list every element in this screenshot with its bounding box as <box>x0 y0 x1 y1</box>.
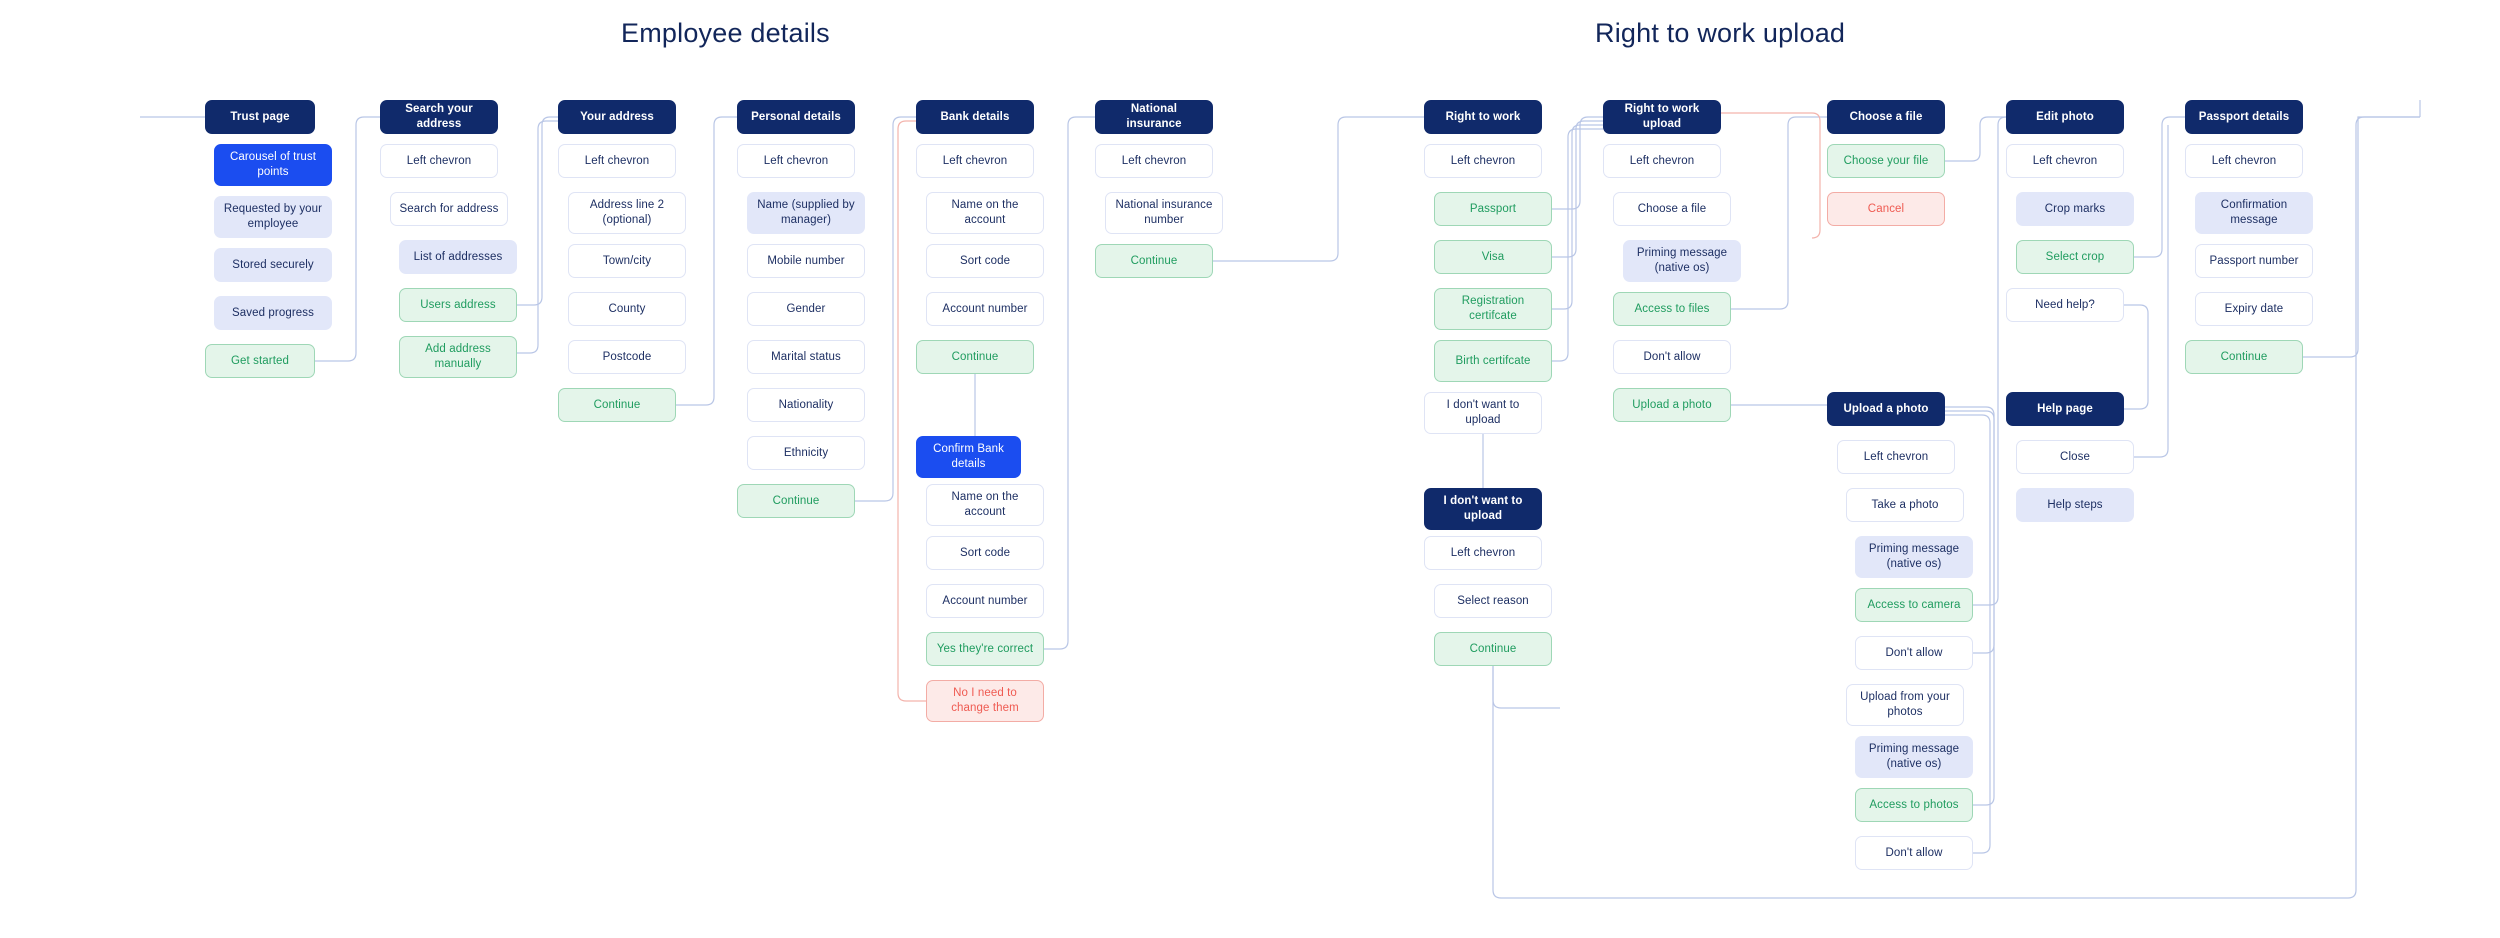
node-right-to-work-upload-access-to-files[interactable]: Access to files <box>1613 292 1731 326</box>
node-right-to-work-select-reason[interactable]: Select reason <box>1434 584 1552 618</box>
node-edit-photo-crop-marks[interactable]: Crop marks <box>2016 192 2134 226</box>
node-right-to-work-upload-choose-a-file[interactable]: Choose a file <box>1613 192 1731 226</box>
node-trust-page-requested-by-your-employee[interactable]: Requested by your employee <box>214 196 332 238</box>
node-edit-photo-left-chevron[interactable]: Left chevron <box>2006 144 2124 178</box>
node-right-to-work-upload-right-to-work-upload[interactable]: Right to work upload <box>1603 100 1721 134</box>
node-national-insurance-national-insurance[interactable]: National insurance <box>1095 100 1213 134</box>
node-passport-details-continue[interactable]: Continue <box>2185 340 2303 374</box>
node-upload-a-photo-access-to-photos[interactable]: Access to photos <box>1855 788 1973 822</box>
node-personal-details-marital-status[interactable]: Marital status <box>747 340 865 374</box>
node-national-insurance-national-insurance-number[interactable]: National insurance number <box>1105 192 1223 234</box>
node-upload-a-photo-take-a-photo[interactable]: Take a photo <box>1846 488 1964 522</box>
node-passport-details-confirmation-message[interactable]: Confirmation message <box>2195 192 2313 234</box>
node-search-your-address-add-address-manually[interactable]: Add address manually <box>399 336 517 378</box>
node-bank-details-no-i-need-to-change-them[interactable]: No I need to change them <box>926 680 1044 722</box>
node-upload-a-photo-don-t-allow[interactable]: Don't allow <box>1855 636 1973 670</box>
node-passport-details-passport-number[interactable]: Passport number <box>2195 244 2313 278</box>
node-right-to-work-birth-certifcate[interactable]: Birth certifcate <box>1434 340 1552 382</box>
node-edit-photo-edit-photo[interactable]: Edit photo <box>2006 100 2124 134</box>
node-trust-page-stored-securely[interactable]: Stored securely <box>214 248 332 282</box>
node-personal-details-mobile-number[interactable]: Mobile number <box>747 244 865 278</box>
title-employee-details: Employee details <box>621 18 830 48</box>
node-choose-a-file-choose-your-file[interactable]: Choose your file <box>1827 144 1945 178</box>
node-your-address-address-line-2-optional[interactable]: Address line 2 (optional) <box>568 192 686 234</box>
node-trust-page-trust-page[interactable]: Trust page <box>205 100 315 134</box>
node-upload-a-photo-upload-from-your-photos[interactable]: Upload from your photos <box>1846 684 1964 726</box>
node-bank-details-yes-they-re-correct[interactable]: Yes they're correct <box>926 632 1044 666</box>
node-search-your-address-list-of-addresses[interactable]: List of addresses <box>399 240 517 274</box>
node-right-to-work-right-to-work[interactable]: Right to work <box>1424 100 1542 134</box>
node-bank-details-account-number[interactable]: Account number <box>926 584 1044 618</box>
node-bank-details-account-number[interactable]: Account number <box>926 292 1044 326</box>
node-trust-page-carousel-of-trust-points[interactable]: Carousel of trust points <box>214 144 332 186</box>
node-personal-details-name-supplied-by-manager[interactable]: Name (supplied by manager) <box>747 192 865 234</box>
node-bank-details-left-chevron[interactable]: Left chevron <box>916 144 1034 178</box>
node-choose-a-file-cancel[interactable]: Cancel <box>1827 192 1945 226</box>
node-right-to-work-i-don-t-want-to-upload[interactable]: I don't want to upload <box>1424 488 1542 530</box>
node-right-to-work-passport[interactable]: Passport <box>1434 192 1552 226</box>
title-right-to-work-upload: Right to work upload <box>1595 18 1846 48</box>
node-upload-a-photo-priming-message-native-os[interactable]: Priming message (native os) <box>1855 736 1973 778</box>
node-right-to-work-upload-priming-message-native-os[interactable]: Priming message (native os) <box>1623 240 1741 282</box>
node-right-to-work-registration-certifcate[interactable]: Registration certifcate <box>1434 288 1552 330</box>
node-search-your-address-search-for-address[interactable]: Search for address <box>390 192 508 226</box>
node-bank-details-name-on-the-account[interactable]: Name on the account <box>926 484 1044 526</box>
node-upload-a-photo-priming-message-native-os[interactable]: Priming message (native os) <box>1855 536 1973 578</box>
node-search-your-address-left-chevron[interactable]: Left chevron <box>380 144 498 178</box>
node-right-to-work-left-chevron[interactable]: Left chevron <box>1424 536 1542 570</box>
node-personal-details-gender[interactable]: Gender <box>747 292 865 326</box>
node-personal-details-left-chevron[interactable]: Left chevron <box>737 144 855 178</box>
node-help-page-help-page[interactable]: Help page <box>2006 392 2124 426</box>
node-right-to-work-continue[interactable]: Continue <box>1434 632 1552 666</box>
node-bank-details-continue[interactable]: Continue <box>916 340 1034 374</box>
node-upload-a-photo-upload-a-photo[interactable]: Upload a photo <box>1827 392 1945 426</box>
node-choose-a-file-choose-a-file[interactable]: Choose a file <box>1827 100 1945 134</box>
node-your-address-your-address[interactable]: Your address <box>558 100 676 134</box>
node-edit-photo-need-help[interactable]: Need help? <box>2006 288 2124 322</box>
node-passport-details-passport-details[interactable]: Passport details <box>2185 100 2303 134</box>
node-bank-details-bank-details[interactable]: Bank details <box>916 100 1034 134</box>
node-your-address-postcode[interactable]: Postcode <box>568 340 686 374</box>
node-edit-photo-select-crop[interactable]: Select crop <box>2016 240 2134 274</box>
node-right-to-work-upload-don-t-allow[interactable]: Don't allow <box>1613 340 1731 374</box>
node-bank-details-sort-code[interactable]: Sort code <box>926 536 1044 570</box>
node-upload-a-photo-don-t-allow[interactable]: Don't allow <box>1855 836 1973 870</box>
node-bank-details-confirm-bank-details[interactable]: Confirm Bank details <box>916 436 1021 478</box>
node-upload-a-photo-access-to-camera[interactable]: Access to camera <box>1855 588 1973 622</box>
node-trust-page-saved-progress[interactable]: Saved progress <box>214 296 332 330</box>
node-your-address-town-city[interactable]: Town/city <box>568 244 686 278</box>
node-right-to-work-i-don-t-want-to-upload[interactable]: I don't want to upload <box>1424 392 1542 434</box>
node-upload-a-photo-left-chevron[interactable]: Left chevron <box>1837 440 1955 474</box>
node-national-insurance-continue[interactable]: Continue <box>1095 244 1213 278</box>
node-right-to-work-upload-left-chevron[interactable]: Left chevron <box>1603 144 1721 178</box>
node-help-page-close[interactable]: Close <box>2016 440 2134 474</box>
node-national-insurance-left-chevron[interactable]: Left chevron <box>1095 144 1213 178</box>
node-bank-details-sort-code[interactable]: Sort code <box>926 244 1044 278</box>
node-personal-details-nationality[interactable]: Nationality <box>747 388 865 422</box>
node-personal-details-ethnicity[interactable]: Ethnicity <box>747 436 865 470</box>
node-help-page-help-steps[interactable]: Help steps <box>2016 488 2134 522</box>
node-right-to-work-visa[interactable]: Visa <box>1434 240 1552 274</box>
node-bank-details-name-on-the-account[interactable]: Name on the account <box>926 192 1044 234</box>
node-personal-details-continue[interactable]: Continue <box>737 484 855 518</box>
node-passport-details-expiry-date[interactable]: Expiry date <box>2195 292 2313 326</box>
node-personal-details-personal-details[interactable]: Personal details <box>737 100 855 134</box>
node-search-your-address-search-your-address[interactable]: Search your address <box>380 100 498 134</box>
node-your-address-continue[interactable]: Continue <box>558 388 676 422</box>
node-your-address-county[interactable]: County <box>568 292 686 326</box>
node-right-to-work-left-chevron[interactable]: Left chevron <box>1424 144 1542 178</box>
node-your-address-left-chevron[interactable]: Left chevron <box>558 144 676 178</box>
node-right-to-work-upload-upload-a-photo[interactable]: Upload a photo <box>1613 388 1731 422</box>
node-search-your-address-users-address[interactable]: Users address <box>399 288 517 322</box>
node-passport-details-left-chevron[interactable]: Left chevron <box>2185 144 2303 178</box>
node-trust-page-get-started[interactable]: Get started <box>205 344 315 378</box>
